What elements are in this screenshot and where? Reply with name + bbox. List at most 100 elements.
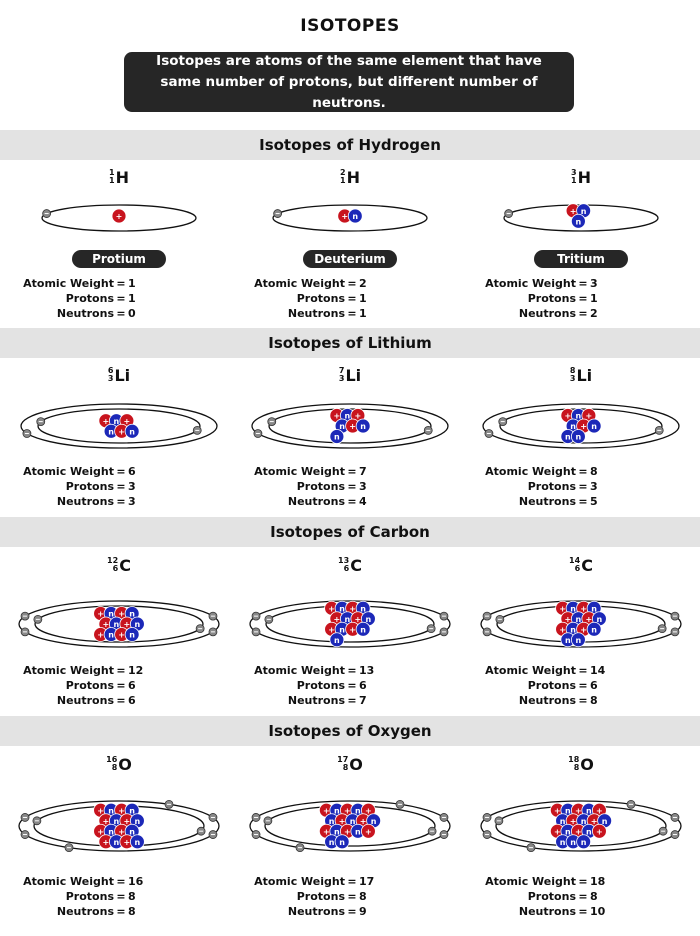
protons-row: Protons=6 bbox=[9, 678, 229, 693]
equals-sign: = bbox=[347, 480, 357, 493]
atomic-number: 6 bbox=[112, 564, 119, 573]
protons-value: 6 bbox=[359, 679, 367, 692]
neutron-label: n bbox=[339, 838, 345, 847]
neutrons-label: Neutrons bbox=[56, 307, 114, 320]
neutron-label: n bbox=[597, 615, 603, 624]
protons-value: 8 bbox=[590, 890, 598, 903]
mass-number: 13 bbox=[338, 556, 350, 565]
neutrons-value: 5 bbox=[590, 495, 598, 508]
element-symbol: H bbox=[346, 168, 360, 187]
neutron-label: n bbox=[581, 207, 587, 216]
proton-sign: + bbox=[349, 604, 356, 613]
weight-label: Atomic Weight bbox=[23, 875, 114, 888]
proton-sign: + bbox=[575, 806, 582, 815]
neutron-label: n bbox=[334, 636, 340, 645]
atomic-number: 8 bbox=[573, 763, 580, 772]
element-symbol: Li bbox=[114, 366, 131, 385]
section-title: Isotopes of Oxygen bbox=[0, 716, 700, 746]
proton-sign: + bbox=[103, 417, 110, 426]
equals-sign: = bbox=[347, 277, 357, 290]
protons-label: Protons bbox=[296, 292, 345, 305]
equals-sign: = bbox=[116, 890, 126, 903]
protons-row: Protons=8 bbox=[240, 889, 460, 904]
neutrons-row: Neutrons=9 bbox=[240, 904, 460, 919]
atomic-number: 8 bbox=[111, 763, 118, 772]
proton-sign: + bbox=[554, 827, 561, 836]
proton-sign: + bbox=[334, 615, 341, 624]
neutron-label: n bbox=[565, 433, 571, 442]
proton-sign: + bbox=[591, 817, 598, 826]
protons-row: Protons=6 bbox=[471, 678, 691, 693]
proton-sign: + bbox=[124, 838, 131, 847]
neutron-label: n bbox=[565, 806, 571, 815]
proton-sign: + bbox=[360, 817, 367, 826]
weight-label: Atomic Weight bbox=[485, 664, 576, 677]
equals-sign: = bbox=[578, 480, 588, 493]
neutrons-row: Neutrons=5 bbox=[471, 494, 691, 509]
neutron bbox=[355, 418, 371, 434]
protons-value: 1 bbox=[590, 292, 598, 305]
weight-row: Atomic Weight=17 bbox=[240, 874, 460, 889]
weight-row: Atomic Weight=18 bbox=[471, 874, 691, 889]
proton-sign: + bbox=[339, 817, 346, 826]
protons-value: 1 bbox=[359, 292, 367, 305]
weight-label: Atomic Weight bbox=[485, 465, 576, 478]
neutrons-value: 0 bbox=[128, 307, 136, 320]
element-symbol: C bbox=[119, 556, 131, 575]
neutrons-value: 3 bbox=[128, 495, 136, 508]
proton-sign: + bbox=[365, 806, 372, 815]
atomic-number: 1 bbox=[109, 176, 115, 185]
electron-orbit bbox=[37, 408, 201, 444]
neutron-label: n bbox=[135, 817, 141, 826]
neutrons-value: 2 bbox=[590, 307, 598, 320]
atomic-number: 3 bbox=[569, 374, 576, 383]
isotope-name-pill: Protium bbox=[72, 250, 166, 268]
neutron bbox=[329, 429, 345, 444]
equals-sign: = bbox=[116, 277, 126, 290]
atom: +n+n+nn bbox=[251, 403, 449, 449]
mass-number: 16 bbox=[106, 755, 118, 764]
proton-sign: + bbox=[586, 412, 593, 421]
neutron-label: n bbox=[602, 817, 608, 826]
neutron-label: n bbox=[591, 625, 597, 634]
mass-number: 17 bbox=[337, 755, 349, 764]
equals-sign: = bbox=[347, 292, 357, 305]
proton-sign: + bbox=[580, 604, 587, 613]
element-symbol: O bbox=[118, 755, 132, 774]
neutrons-value: 10 bbox=[590, 905, 606, 918]
neutron bbox=[329, 632, 345, 648]
neutron-label: n bbox=[339, 625, 345, 634]
weight-value: 1 bbox=[128, 277, 136, 290]
weight-value: 13 bbox=[359, 664, 375, 677]
neutron-label: n bbox=[576, 217, 582, 226]
element-symbol: Li bbox=[576, 366, 593, 385]
weight-label: Atomic Weight bbox=[485, 875, 576, 888]
weight-value: 3 bbox=[590, 277, 598, 290]
proton-sign: + bbox=[586, 615, 593, 624]
neutron-label: n bbox=[334, 827, 340, 836]
protons-row: Protons=3 bbox=[9, 479, 229, 494]
neutrons-label: Neutrons bbox=[518, 495, 576, 508]
proton-sign: + bbox=[565, 412, 572, 421]
neutron bbox=[586, 621, 602, 637]
equals-sign: = bbox=[347, 307, 357, 320]
proton-sign: + bbox=[97, 631, 104, 640]
element-symbol: O bbox=[580, 755, 594, 774]
protons-row: Protons=1 bbox=[9, 291, 229, 306]
neutron-label: n bbox=[329, 838, 335, 847]
element-symbol: H bbox=[577, 168, 591, 187]
proton-sign: + bbox=[118, 806, 125, 815]
neutron bbox=[347, 208, 363, 224]
